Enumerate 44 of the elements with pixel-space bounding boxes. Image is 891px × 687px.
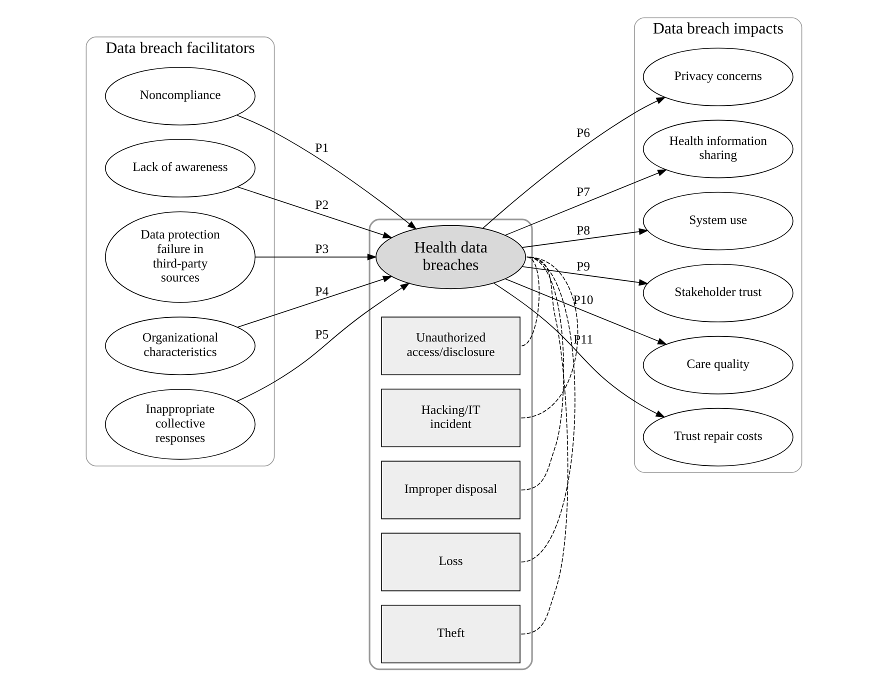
edge-label: P4 bbox=[314, 284, 328, 298]
edge-label: P11 bbox=[573, 332, 592, 346]
arrow bbox=[492, 282, 665, 418]
edge-label: P1 bbox=[314, 141, 328, 156]
arrow bbox=[236, 186, 392, 238]
connector bbox=[520, 256, 578, 418]
arrow bbox=[482, 96, 666, 229]
node-ellipse: Data protection failure in third-party sources bbox=[104, 211, 255, 303]
edge-label: P5 bbox=[314, 328, 328, 342]
edge-label: P8 bbox=[576, 223, 590, 238]
connector bbox=[520, 256, 568, 634]
node-ellipse: Organizational characteristics bbox=[104, 316, 255, 376]
node-box: Theft bbox=[380, 604, 520, 664]
arrow bbox=[522, 266, 648, 286]
arrow bbox=[236, 114, 416, 230]
node-ellipse: Noncompliance bbox=[104, 66, 255, 126]
node-box: Hacking/IT incident bbox=[380, 388, 520, 448]
node-box: Loss bbox=[380, 532, 520, 592]
node-ellipse: System use bbox=[642, 192, 793, 250]
connector bbox=[520, 256, 540, 346]
node-box: Improper disposal bbox=[380, 460, 520, 520]
arrow bbox=[236, 276, 392, 328]
edge-label: P2 bbox=[314, 198, 328, 212]
connector bbox=[520, 256, 564, 490]
node-ellipse: Trust repair costs bbox=[642, 408, 793, 466]
arrow bbox=[254, 254, 377, 260]
arrow bbox=[504, 169, 667, 236]
edge-label: P9 bbox=[576, 260, 590, 274]
node-ellipse: Care quality bbox=[642, 336, 793, 394]
node-ellipse: Health data breaches bbox=[375, 225, 526, 290]
edge-label: P10 bbox=[572, 293, 593, 308]
node-box: Unauthorized access/disclosure bbox=[380, 316, 520, 376]
connector bbox=[520, 256, 575, 562]
cluster bbox=[368, 218, 532, 670]
arrow bbox=[236, 282, 410, 402]
edge-label: P7 bbox=[576, 185, 590, 200]
arrow bbox=[504, 278, 667, 345]
edge-label: P3 bbox=[314, 242, 328, 256]
node-ellipse: Privacy concerns bbox=[642, 48, 793, 106]
node-ellipse: Stakeholder trust bbox=[642, 264, 793, 322]
node-ellipse: Inappropriate collective responses bbox=[104, 388, 255, 460]
node-ellipse: Lack of awareness bbox=[104, 138, 255, 198]
arrow bbox=[522, 228, 648, 248]
edge-label: P6 bbox=[576, 126, 590, 140]
